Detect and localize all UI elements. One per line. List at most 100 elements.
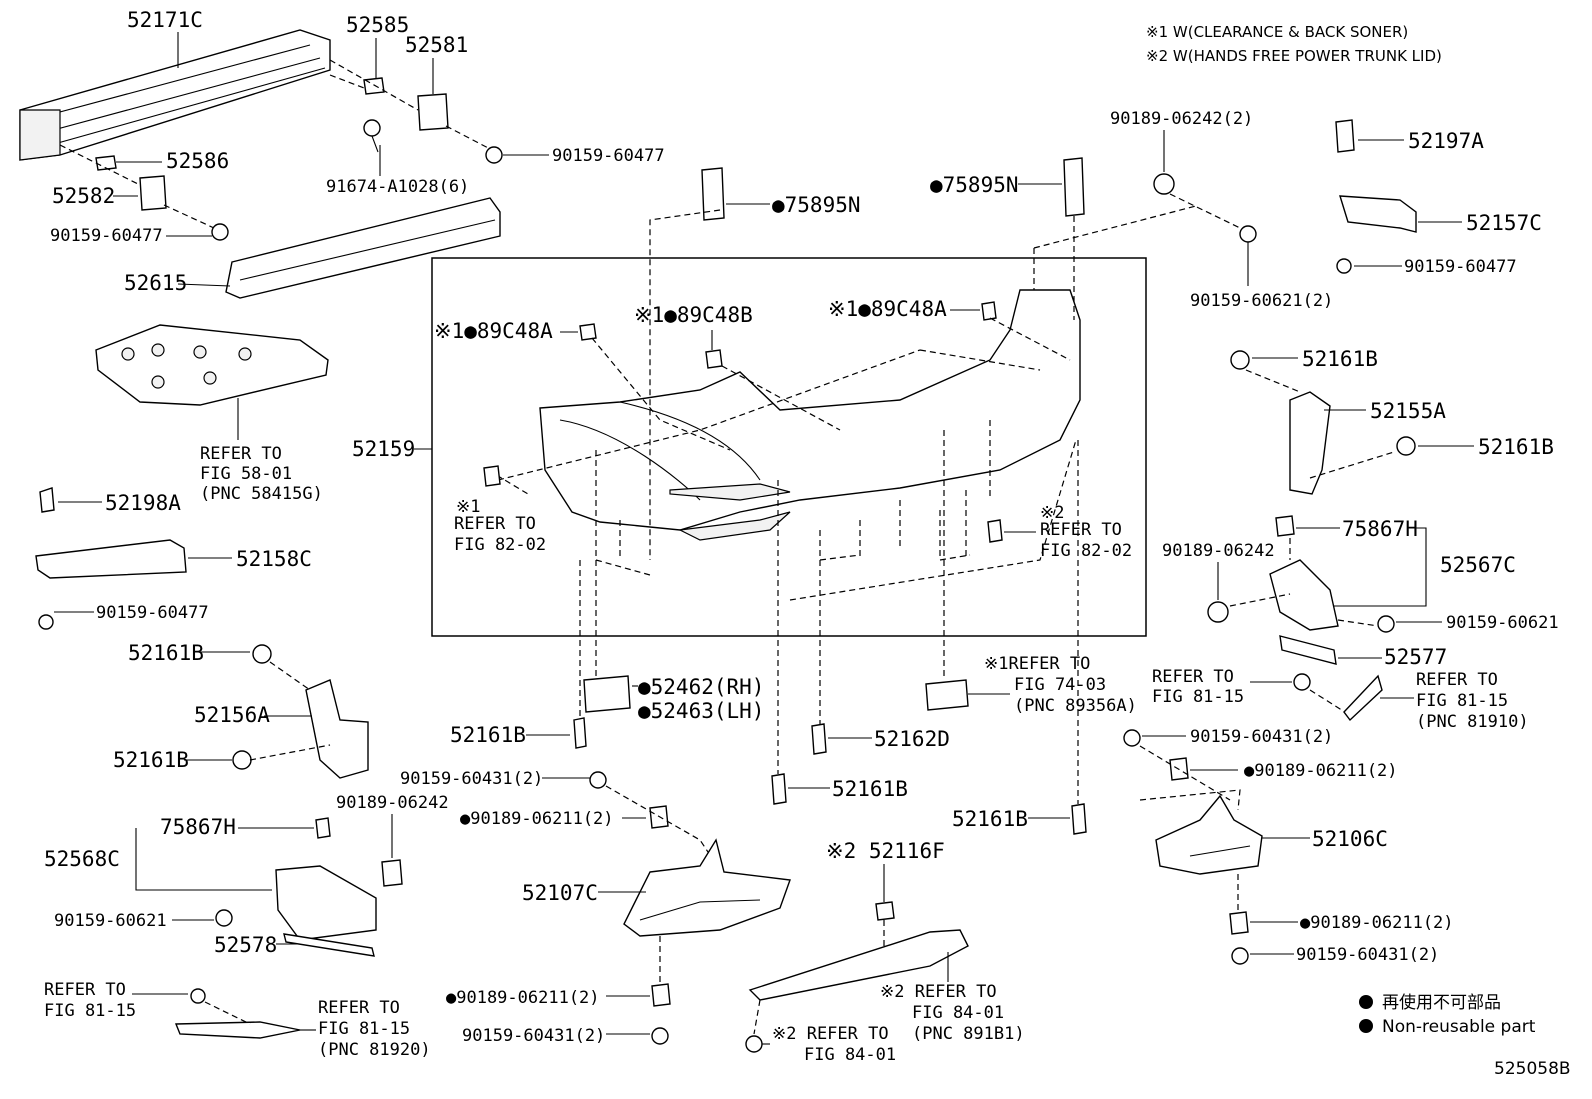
label-90189-06242-r[interactable]: 90189-06242(2): [1110, 109, 1253, 129]
bumper-cover-52159[interactable]: [539, 289, 1081, 541]
label-refer-8401-b1[interactable]: ※2 REFER TO: [772, 1024, 889, 1044]
bolt-90159-60431-c2[interactable]: [651, 1027, 669, 1045]
label-refer-8401-b2[interactable]: FIG 84-01: [804, 1045, 896, 1065]
label-52585[interactable]: 52585: [346, 13, 409, 37]
label-refer-8401-a3[interactable]: (PNC 891B1): [912, 1024, 1025, 1044]
label-90159-60431-c2[interactable]: 90159-60431(2): [462, 1026, 605, 1046]
bracket-52107C[interactable]: [623, 838, 791, 937]
label-52578[interactable]: 52578: [214, 933, 277, 957]
bracket-52582[interactable]: [139, 175, 167, 211]
label-52567C[interactable]: 52567C: [1440, 553, 1516, 577]
label-52155A[interactable]: 52155A: [1370, 399, 1446, 423]
label-52582[interactable]: 52582: [52, 184, 115, 208]
label-refer-58-3[interactable]: (PNC 58415G): [200, 484, 323, 504]
clip-75867H-l[interactable]: [315, 817, 331, 839]
sensor-89C48A-r[interactable]: [981, 301, 997, 321]
sensor-89C48B[interactable]: [705, 349, 723, 369]
bolt-90159-60621-r[interactable]: [1239, 225, 1257, 243]
reinforcement-52171C[interactable]: [19, 29, 331, 161]
cover-58415G[interactable]: [95, 324, 329, 406]
label-refer-58-2[interactable]: FIG 58-01: [200, 464, 292, 484]
clip-8202-l[interactable]: [483, 465, 501, 487]
label-refer-81920-3[interactable]: (PNC 81920): [318, 1040, 431, 1060]
label-90189-06211-c[interactable]: ●90189-06211(2): [460, 809, 614, 829]
label-refer-8202-l0[interactable]: ※1: [456, 497, 480, 517]
label-refer-81920-1[interactable]: REFER TO: [318, 998, 400, 1018]
label-refer-81910-1[interactable]: REFER TO: [1416, 670, 1498, 690]
clip-52161B-c2[interactable]: [771, 773, 787, 805]
nut-90189-06242-l[interactable]: [381, 859, 403, 887]
label-refer-8401-a1[interactable]: ※2 REFER TO: [880, 982, 997, 1002]
label-52161B-c3[interactable]: 52161B: [952, 807, 1028, 831]
nut-90189-06242-r[interactable]: [1153, 173, 1175, 195]
label-52158C[interactable]: 52158C: [236, 547, 312, 571]
bracket-52567C[interactable]: [1269, 559, 1339, 631]
bolt-90159-60477-r[interactable]: [1336, 258, 1352, 274]
bolt-90159-60621-l[interactable]: [215, 909, 233, 927]
label-refer-8115-a1[interactable]: REFER TO: [44, 980, 126, 1000]
reflector-81920[interactable]: [174, 1021, 301, 1039]
retainer-52198A[interactable]: [39, 487, 55, 513]
nut-90189-06242-r2[interactable]: [1207, 601, 1229, 623]
label-90159-60477-a[interactable]: 90159-60477: [552, 146, 665, 166]
label-refer-8202-r2[interactable]: FIG 82-02: [1040, 541, 1132, 561]
label-refer-81910-2[interactable]: FIG 81-15: [1416, 691, 1508, 711]
label-refer-8401-a2[interactable]: FIG 84-01: [912, 1003, 1004, 1023]
bolt-90159-60477-b[interactable]: [211, 223, 229, 241]
label-52161B-l1[interactable]: 52161B: [128, 641, 204, 665]
label-52162D[interactable]: 52162D: [874, 727, 950, 751]
reflector-81910[interactable]: [1343, 674, 1383, 722]
label-refer-58-1[interactable]: REFER TO: [200, 444, 282, 464]
label-refer-7403-3[interactable]: (PNC 89356A): [1014, 696, 1137, 716]
clip-52161B-c3[interactable]: [1071, 803, 1087, 835]
label-refer-8115-r1[interactable]: REFER TO: [1152, 667, 1234, 687]
bolt-91674[interactable]: [363, 119, 381, 153]
label-52161B-r1[interactable]: 52161B: [1302, 347, 1378, 371]
bolt-90159-60477-a[interactable]: [485, 146, 503, 164]
label-refer-8202-r1[interactable]: REFER TO: [1040, 520, 1122, 540]
label-75895N-r[interactable]: ●75895N: [930, 173, 1019, 197]
label-refer-8202-l2[interactable]: FIG 82-02: [454, 535, 546, 555]
label-52577[interactable]: 52577: [1384, 645, 1447, 669]
label-89C48B[interactable]: ※1●89C48B: [634, 303, 753, 327]
label-90159-60431-r[interactable]: 90159-60431(2): [1190, 727, 1333, 747]
label-75895N-l[interactable]: ●75895N: [772, 193, 861, 217]
label-52198A[interactable]: 52198A: [105, 491, 181, 515]
label-52197A[interactable]: 52197A: [1408, 129, 1484, 153]
label-refer-8115-a2[interactable]: FIG 81-15: [44, 1001, 136, 1021]
label-90159-60621-l[interactable]: 90159-60621: [54, 911, 167, 931]
bolt-90159-60477-c[interactable]: [38, 614, 54, 630]
label-refer-7403-2[interactable]: FIG 74-03: [1014, 675, 1106, 695]
bolt-8401-b[interactable]: [745, 1035, 763, 1053]
pad-52462[interactable]: [583, 675, 631, 713]
bracket-52155A[interactable]: [1289, 391, 1331, 495]
clip-8115-r[interactable]: [1293, 673, 1311, 691]
sensor-89C48A-l[interactable]: [579, 323, 597, 341]
bolt-90159-60431-r[interactable]: [1123, 729, 1141, 747]
label-52156A[interactable]: 52156A: [194, 703, 270, 727]
label-52581[interactable]: 52581: [405, 33, 468, 57]
absorber-52615[interactable]: [225, 197, 501, 299]
clip-8202-r[interactable]: [987, 519, 1003, 543]
label-refer-8202-r0[interactable]: ※2: [1040, 503, 1064, 523]
clip-75867H-r[interactable]: [1275, 515, 1295, 537]
label-90159-60477-b[interactable]: 90159-60477: [50, 226, 163, 246]
clip-52161B-l2[interactable]: [232, 750, 252, 770]
label-refer-7403-1[interactable]: ※1REFER TO: [984, 654, 1090, 674]
label-90189-06211-r2[interactable]: ●90189-06211(2): [1300, 913, 1454, 933]
bracket-52568C[interactable]: [275, 865, 377, 941]
label-52161B-l2[interactable]: 52161B: [113, 748, 189, 772]
bracket-52156A[interactable]: [305, 679, 369, 779]
label-90159-60621-r[interactable]: 90159-60621(2): [1190, 291, 1333, 311]
clip-52586[interactable]: [95, 155, 117, 171]
bracket-52158C[interactable]: [35, 539, 187, 579]
strip-52578[interactable]: [283, 933, 375, 957]
clip-52161B-r2[interactable]: [1396, 436, 1416, 456]
label-refer-8202-l1[interactable]: REFER TO: [454, 514, 536, 534]
label-91674-A1028[interactable]: 91674-A1028(6): [326, 177, 469, 197]
nut-90189-06211-r2[interactable]: [1229, 911, 1249, 935]
clip-8115-a[interactable]: [190, 988, 206, 1004]
nut-90189-06211-c2[interactable]: [651, 983, 671, 1007]
bracket-52581[interactable]: [417, 93, 449, 131]
clip-52162D[interactable]: [811, 723, 827, 755]
